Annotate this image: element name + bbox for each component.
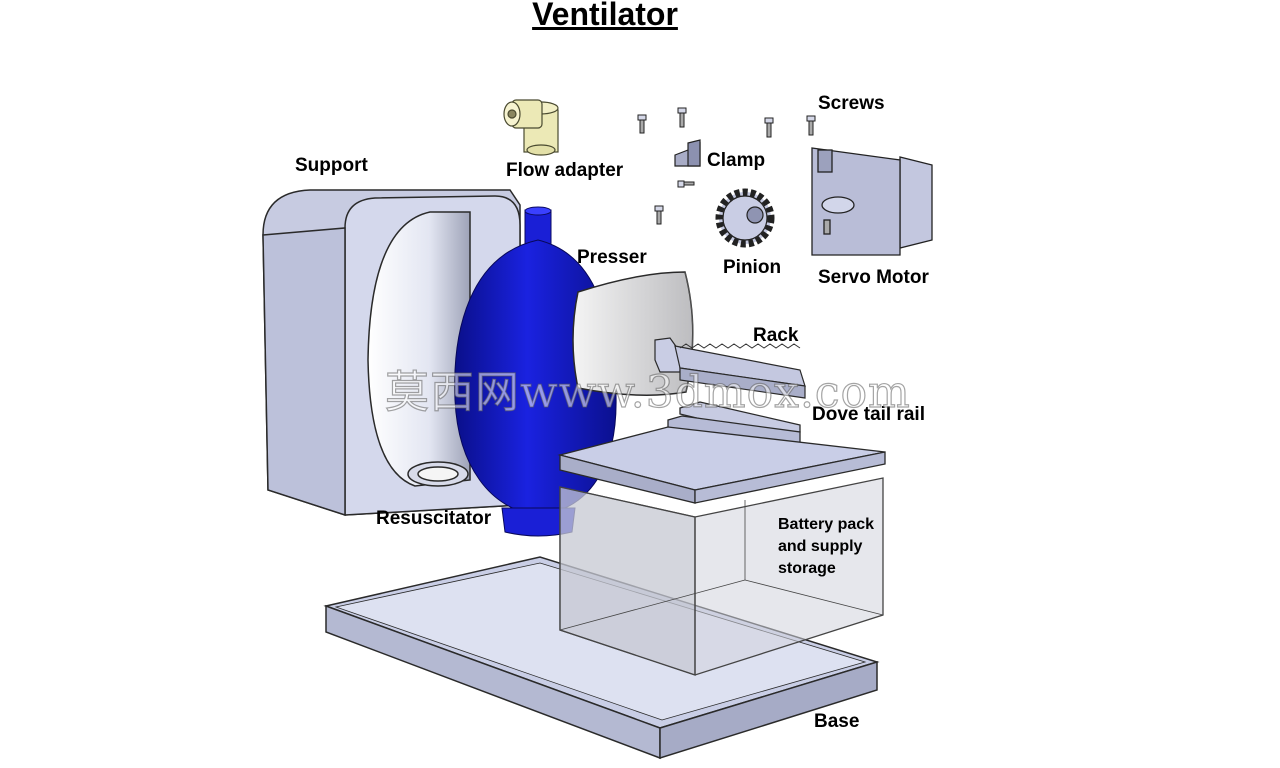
servo-motor-part	[811, 147, 933, 256]
label-pinion: Pinion	[723, 257, 782, 278]
label-flow-adapter: Flow adapter	[506, 160, 624, 181]
clamp-part	[674, 139, 701, 167]
top-plate-part	[557, 426, 886, 504]
label-battery-pack: Battery pack and supply storage	[778, 516, 875, 577]
diagram-title: Ventilator	[532, 0, 678, 32]
label-servo-motor: Servo Motor	[818, 267, 929, 288]
label-base: Base	[814, 711, 860, 732]
rack-part	[654, 337, 806, 399]
label-rack: Rack	[753, 325, 799, 346]
label-presser: Presser	[577, 247, 647, 268]
battery-box-part	[559, 477, 884, 676]
screws-part	[637, 107, 816, 225]
watermark: 莫西网www.3dmox.com	[384, 366, 911, 418]
support-part	[262, 189, 521, 517]
pinion-part	[715, 188, 775, 248]
label-support: Support	[295, 155, 368, 176]
label-screws: Screws	[818, 93, 885, 114]
label-resuscitator: Resuscitator	[376, 508, 492, 529]
label-dove-tail-rail: Dove tail rail	[812, 404, 925, 425]
flow-adapter-part	[503, 99, 559, 156]
label-clamp: Clamp	[707, 150, 766, 171]
